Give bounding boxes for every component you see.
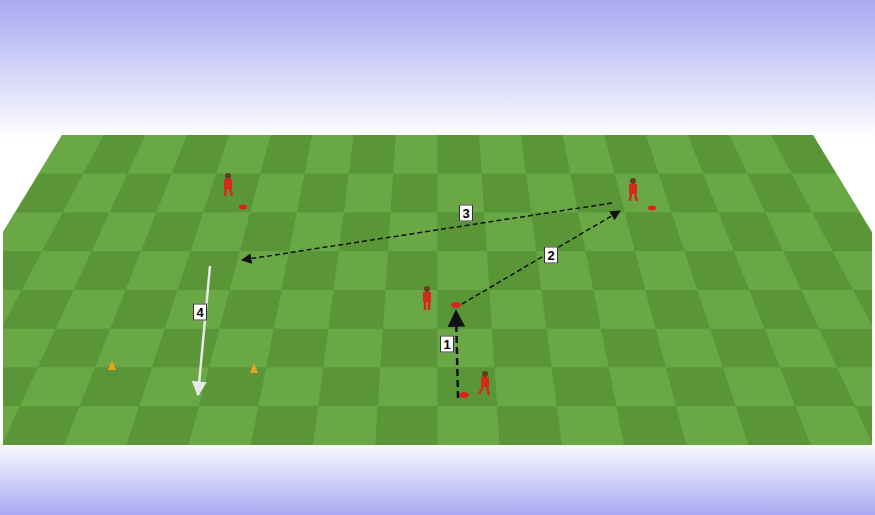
grass-square bbox=[479, 135, 526, 174]
callout-number: 2 bbox=[544, 247, 558, 264]
grass-square bbox=[344, 174, 393, 213]
grass-square bbox=[393, 135, 437, 174]
grass-square bbox=[489, 290, 546, 329]
grass-square bbox=[593, 290, 655, 329]
grass-square bbox=[266, 329, 328, 368]
grass-square bbox=[521, 135, 570, 174]
grass-square bbox=[837, 368, 875, 407]
pass-arrows bbox=[198, 203, 620, 398]
grass-square bbox=[378, 368, 438, 407]
grass-square bbox=[391, 174, 438, 213]
grass-square bbox=[541, 290, 601, 329]
grass-square bbox=[438, 368, 498, 407]
grass-square bbox=[274, 290, 334, 329]
callout-number: 3 bbox=[459, 205, 473, 222]
grass-square bbox=[812, 213, 875, 252]
grass-square bbox=[492, 329, 552, 368]
pitch-grass bbox=[0, 130, 875, 450]
grass-square bbox=[318, 368, 380, 407]
grass-square bbox=[792, 174, 859, 213]
grass-square bbox=[209, 329, 274, 368]
grass-square bbox=[282, 251, 339, 290]
grass-square bbox=[260, 135, 312, 174]
grass-square bbox=[289, 213, 344, 252]
grass-square bbox=[313, 406, 378, 445]
grass-square bbox=[219, 290, 281, 329]
grass-square bbox=[438, 406, 500, 445]
cones bbox=[108, 205, 656, 399]
grass-square bbox=[853, 290, 875, 329]
grass-square bbox=[251, 406, 318, 445]
grass-square bbox=[297, 174, 349, 213]
grass-square bbox=[375, 406, 437, 445]
grass-square bbox=[855, 406, 875, 445]
players bbox=[224, 173, 637, 395]
grass-square bbox=[531, 213, 586, 252]
grass-square bbox=[388, 213, 437, 252]
grass-square bbox=[526, 174, 578, 213]
grass-square bbox=[833, 251, 875, 290]
grass-square bbox=[438, 251, 490, 290]
grass-square bbox=[250, 174, 305, 213]
grass-square bbox=[482, 174, 531, 213]
grass-square bbox=[497, 406, 562, 445]
grass-square bbox=[199, 368, 266, 407]
grass-square bbox=[552, 368, 617, 407]
grass-square bbox=[323, 329, 383, 368]
background-bottom bbox=[0, 440, 875, 515]
grass-square bbox=[487, 251, 542, 290]
grass-square bbox=[189, 406, 259, 445]
grass-square bbox=[874, 329, 875, 368]
grass-square bbox=[771, 135, 836, 174]
grass-square bbox=[438, 329, 495, 368]
grass-square bbox=[152, 329, 219, 368]
background-top bbox=[0, 0, 875, 140]
grass-square bbox=[334, 251, 389, 290]
callout-number: 1 bbox=[440, 336, 454, 353]
grass-square bbox=[819, 329, 875, 368]
grass-square bbox=[126, 406, 198, 445]
grass-square bbox=[386, 251, 438, 290]
grass-square bbox=[484, 213, 536, 252]
grass-square bbox=[383, 290, 438, 329]
grass-square bbox=[240, 213, 297, 252]
grass-square bbox=[547, 329, 609, 368]
grass-square bbox=[438, 135, 482, 174]
grass-square bbox=[328, 290, 385, 329]
grass-square bbox=[495, 368, 557, 407]
grass-square bbox=[586, 251, 646, 290]
grass-square bbox=[380, 329, 437, 368]
grass-square bbox=[616, 406, 686, 445]
grass-square bbox=[259, 368, 324, 407]
grass-square bbox=[609, 368, 676, 407]
grass-square bbox=[190, 213, 250, 252]
grass-square bbox=[349, 135, 396, 174]
grass-square bbox=[64, 406, 139, 445]
callout-number: 4 bbox=[193, 304, 207, 321]
grass-square bbox=[438, 290, 493, 329]
grass-square bbox=[339, 213, 391, 252]
grass-square bbox=[601, 329, 666, 368]
grass-square bbox=[165, 290, 230, 329]
grass-square bbox=[0, 329, 1, 368]
grass-square bbox=[305, 135, 354, 174]
grass-square bbox=[557, 406, 624, 445]
